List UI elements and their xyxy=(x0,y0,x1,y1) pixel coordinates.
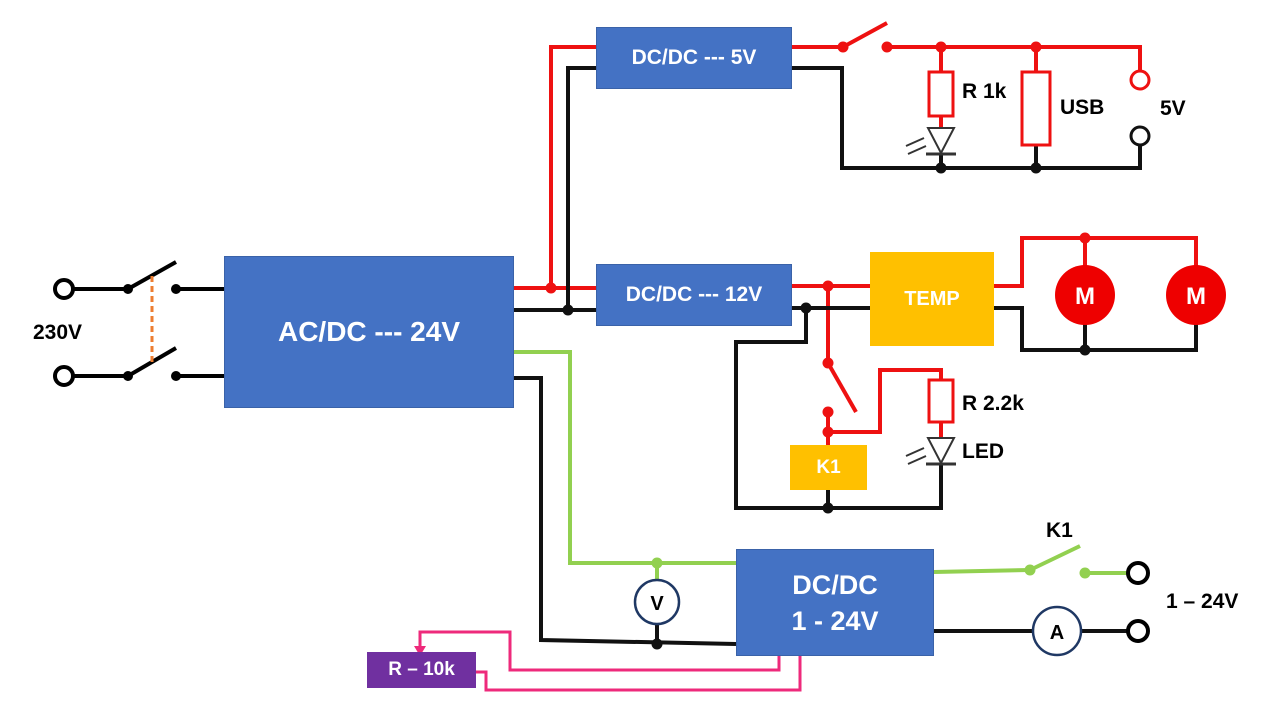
motor-2-label: M xyxy=(1186,283,1206,310)
mains-switch-blade-top xyxy=(127,260,177,291)
positive-wires xyxy=(514,21,1198,445)
switch-5v-blade xyxy=(842,21,888,49)
potentiometer-10k[interactable]: R – 10k xyxy=(367,652,476,688)
motor-2 xyxy=(1166,265,1226,325)
output-variable-terminal-positive[interactable] xyxy=(1126,561,1150,585)
acdc-24v-block: AC/DC --- 24V xyxy=(224,256,514,408)
dcdc-12v-block: DC/DC --- 12V xyxy=(596,264,792,326)
relay-contact-k1-label: K1 xyxy=(1046,519,1073,542)
relay-k1-coil: K1 xyxy=(790,445,867,490)
ammeter-label: A xyxy=(1050,622,1064,644)
voltmeter xyxy=(633,578,681,626)
negative-wires xyxy=(514,66,1198,646)
usb-load xyxy=(1020,70,1052,147)
mains-voltage-label: 230V xyxy=(33,321,83,344)
output-5v-terminal-negative[interactable] xyxy=(1129,125,1151,147)
led-label: LED xyxy=(962,440,1004,463)
usb-label: USB xyxy=(1060,96,1105,119)
output-variable-label: 1 – 24V xyxy=(1166,590,1239,613)
mains-terminal-top xyxy=(53,278,75,300)
dcdc-variable-title: DC/DC xyxy=(792,569,878,600)
resistor-2k2 xyxy=(927,378,955,424)
ammeter xyxy=(1031,605,1083,657)
temp-sensor-block: TEMP xyxy=(870,252,994,346)
resistor-1k xyxy=(927,70,955,118)
mains-terminal-bottom xyxy=(53,365,75,387)
output-5v-label: 5V xyxy=(1160,97,1186,120)
k1-output-contact-blade xyxy=(1029,544,1081,572)
k1-contact-blade xyxy=(826,362,858,413)
led-5v-indicator xyxy=(905,127,956,156)
motor-1 xyxy=(1055,265,1115,325)
dcdc-5v-block: DC/DC --- 5V xyxy=(596,27,792,89)
dcdc-variable-block: DC/DC 1 - 24V xyxy=(736,549,934,656)
resistor-2k2-label: R 2.2k xyxy=(962,392,1024,415)
voltmeter-label: V xyxy=(650,593,664,615)
output-5v-terminal-positive[interactable] xyxy=(1129,69,1151,91)
motor-1-label: M xyxy=(1075,283,1095,310)
resistor-1k-label: R 1k xyxy=(962,80,1007,103)
led-relay-indicator xyxy=(905,437,956,466)
potentiometer-wires xyxy=(414,630,802,692)
mains-input xyxy=(53,260,224,387)
dcdc-variable-range: 1 - 24V xyxy=(791,605,879,636)
junction-dots xyxy=(545,41,1091,650)
output-variable-terminal-negative[interactable] xyxy=(1126,619,1150,643)
